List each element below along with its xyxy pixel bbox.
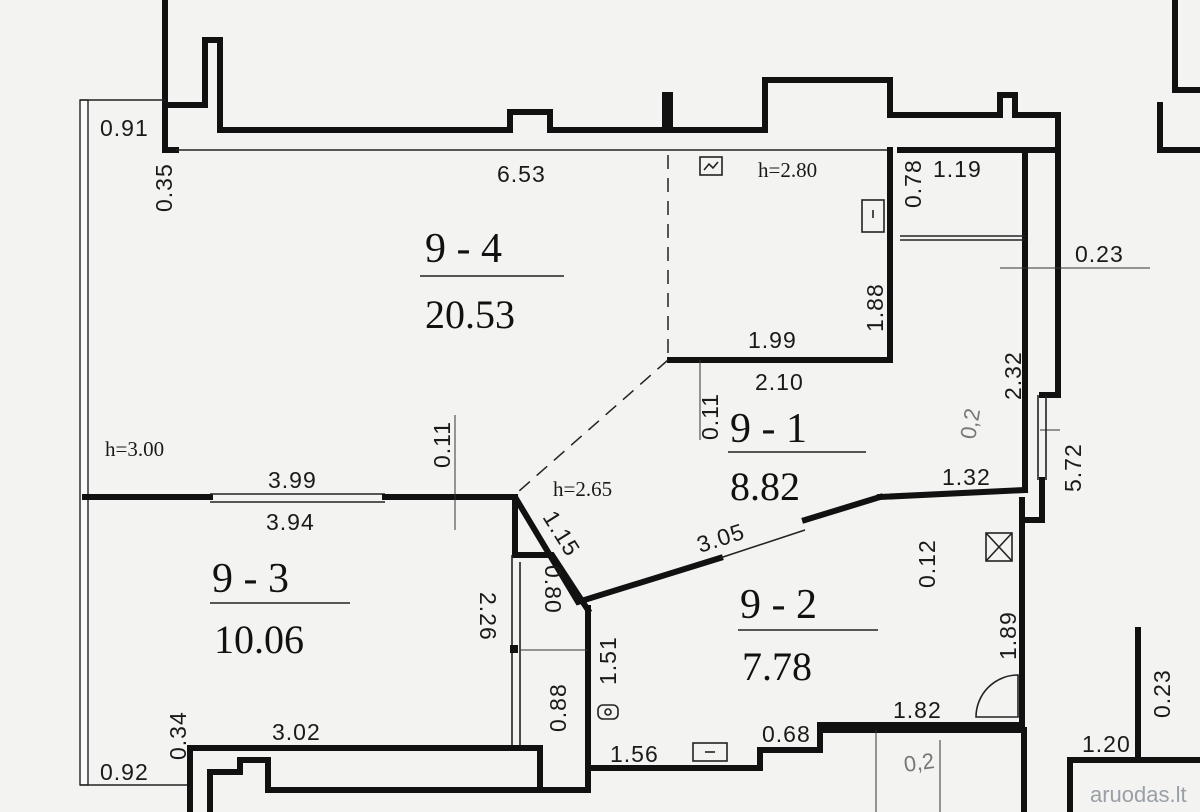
room-id: 9 - 2 (740, 582, 817, 628)
dim-label: 0.11 (697, 393, 723, 440)
dim-label: 0.88 (545, 683, 571, 732)
dim-label: 0.23 (1149, 669, 1175, 718)
dim-label: 1.19 (933, 156, 982, 182)
room-area: 20.53 (425, 292, 515, 337)
dim-label: 0.12 (914, 539, 940, 588)
dim-label: 5.72 (1060, 443, 1086, 492)
dim-label: 0.34 (165, 711, 191, 760)
dimension-labels: 0.91 0.35 6.53 0.78 1.19 0.23 1.88 1.99 … (100, 115, 1175, 785)
dim-label: 6.53 (497, 161, 546, 187)
room-area: 10.06 (214, 617, 304, 662)
pencil-note: 0,2 (902, 748, 936, 777)
ventilation-icon (985, 532, 1013, 562)
dim-label: 1.88 (862, 283, 888, 332)
dim-label: 1.56 (610, 741, 659, 767)
dim-label: 2.32 (1000, 351, 1026, 400)
room-area: 7.78 (742, 644, 812, 689)
room-id: 9 - 1 (730, 406, 807, 452)
watermark: aruodas.lt (1090, 782, 1187, 807)
outlet-icon (699, 156, 723, 176)
dim-label: 0.11 (429, 421, 455, 468)
room-id: 9 - 3 (212, 556, 289, 602)
height-hall: h=2.65 (553, 477, 612, 501)
dim-label: 3.94 (266, 509, 315, 535)
door-swing-icon (975, 674, 1019, 718)
dim-label: 1.82 (893, 697, 942, 723)
outer-walls (79, 0, 1200, 812)
dim-label: 2.26 (475, 592, 501, 641)
stove-icon (861, 199, 885, 233)
room-9-4: 9 - 4 20.53 (420, 226, 564, 337)
left-window (79, 99, 89, 786)
dim-label: 1.51 (595, 636, 621, 685)
dim-label: 0.78 (900, 159, 926, 208)
toilet-icon (597, 704, 619, 720)
dim-label: 1.89 (995, 611, 1021, 660)
dim-label: 3.99 (268, 467, 317, 493)
dim-label: 1.20 (1082, 731, 1131, 757)
dim-label: 0.68 (762, 721, 811, 747)
dim-label: 2.10 (755, 369, 804, 395)
dim-label: 1.99 (748, 327, 797, 353)
height-main: h=3.00 (105, 437, 164, 461)
dim-label: 0.80 (540, 565, 566, 614)
room-area: 8.82 (730, 464, 800, 509)
dim-label: 1.32 (942, 464, 991, 490)
room-9-1: 9 - 1 8.82 (728, 406, 866, 509)
room-9-2: 9 - 2 7.78 (738, 582, 878, 689)
dim-label: 0.91 (100, 115, 149, 141)
pencil-note: 0,2 (955, 406, 985, 440)
dim-label: 0.35 (151, 163, 177, 212)
room-id: 9 - 4 (425, 226, 502, 272)
inner-walls (82, 147, 1150, 812)
height-kitchen: h=2.80 (758, 158, 817, 182)
sink-icon (692, 742, 728, 762)
room-9-3: 9 - 3 10.06 (210, 556, 350, 662)
dim-label: 0.23 (1075, 241, 1124, 267)
dim-label: 3.02 (272, 719, 321, 745)
dim-label: 0.92 (100, 759, 149, 785)
